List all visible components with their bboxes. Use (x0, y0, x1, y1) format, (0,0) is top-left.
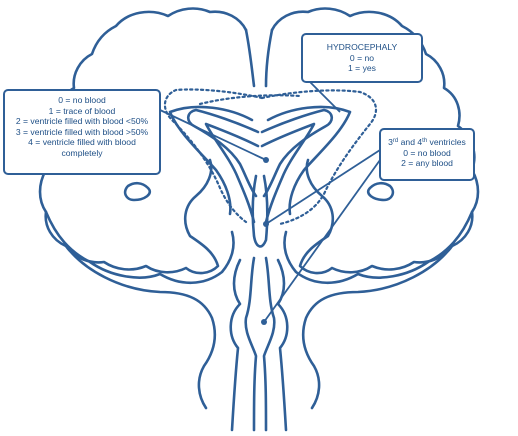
third-fourth-any-blood: 2 = any blood (401, 158, 453, 169)
ventricle-blood-grade-box: 0 = no blood 1 = trace of blood 2 = vent… (3, 89, 161, 175)
left-lower-contour (64, 244, 217, 410)
hydrocephaly-yes: 1 = yes (348, 63, 376, 74)
blood-grade-3: 3 = ventricle filled with blood >50% (15, 126, 149, 137)
title-mid: and 4 (398, 137, 423, 147)
leader-blood-grade (159, 109, 267, 161)
corpus-callosum-right (266, 105, 352, 216)
fourth-ventricle-left (244, 256, 258, 432)
right-lateral-ventricle-inner (260, 122, 316, 224)
leader-third-ventricle-dot (263, 221, 269, 227)
right-temporal-lobe-outline (283, 210, 474, 285)
left-lateral-ventricle-inner (204, 122, 260, 224)
brainstem-right (276, 258, 289, 432)
blood-grade-1: 1 = trace of blood (48, 105, 116, 116)
hydrocephaly-dotted-upper (198, 94, 302, 106)
blood-grade-2: 2 = ventricle filled with blood <50% (15, 116, 149, 127)
brainstem-left (229, 258, 242, 432)
title-ordinal-a: 3 (388, 137, 393, 147)
third-fourth-title: 3rd and 4th ventricles (385, 136, 469, 148)
right-lower-contour (301, 244, 454, 410)
blood-grade-4: 4 = ventricle filled with blood complete… (28, 137, 136, 158)
longitudinal-fissure (244, 28, 256, 88)
leader-fourth-ventricle (263, 159, 381, 323)
right-temporal-horn (366, 181, 395, 202)
third-fourth-no-blood: 0 = no blood (403, 147, 451, 158)
title-tail: ventricles (427, 137, 466, 147)
fourth-ventricle-right (262, 256, 276, 432)
third-ventricle (251, 174, 269, 248)
third-fourth-ventricles-box: 3rd and 4th ventricles 0 = no blood 2 = … (379, 128, 475, 181)
leader-third-ventricle (265, 149, 381, 225)
leader-fourth-ventricle-dot (261, 319, 267, 325)
hydrocephaly-no: 0 = no (349, 52, 375, 63)
longitudinal-fissure-right (264, 28, 274, 88)
hydrocephaly-title: HYDROCEPHALY (326, 42, 398, 52)
hydrocephaly-box: HYDROCEPHALY 0 = no 1 = yes (301, 33, 423, 83)
blood-grade-0: 0 = no blood (58, 95, 106, 105)
left-temporal-horn (123, 181, 152, 202)
right-lateral-ventricle (260, 108, 334, 198)
hydrocephaly-dotted-extent (163, 88, 378, 226)
title-sup-b: th (422, 138, 428, 144)
title-sup-a: rd (392, 138, 399, 144)
corpus-callosum-left (168, 105, 254, 216)
leader-hydrocephaly (309, 81, 341, 113)
left-temporal-lobe-outline (44, 210, 235, 285)
leader-blood-grade-dot (263, 157, 269, 163)
